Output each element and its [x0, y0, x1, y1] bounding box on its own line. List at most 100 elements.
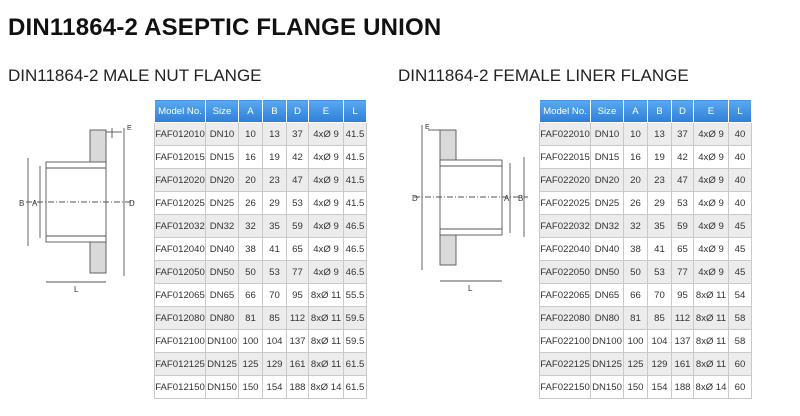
column-header: Model No.: [154, 99, 206, 123]
table-cell: 100: [623, 329, 648, 353]
table-cell: 8xØ 11: [693, 283, 729, 307]
table-cell: 150: [623, 375, 648, 399]
table-cell: 13: [647, 122, 672, 146]
table-cell: DN50: [205, 260, 239, 284]
table-cell: 4xØ 9: [693, 237, 729, 261]
table-cell: FAF022020: [539, 168, 591, 192]
column-header: Size: [205, 99, 239, 123]
table-cell: 4xØ 9: [693, 145, 729, 169]
dim-b-label: B: [518, 194, 523, 203]
table-cell: 20: [623, 168, 648, 192]
table-cell: FAF022040: [539, 237, 591, 261]
table-cell: 10: [623, 122, 648, 146]
table-cell: FAF012100: [154, 329, 206, 353]
table-cell: DN40: [590, 237, 624, 261]
table-cell: 32: [623, 214, 648, 238]
table-cell: 32: [238, 214, 263, 238]
table-cell: 161: [671, 352, 694, 376]
table-cell: DN20: [590, 168, 624, 192]
table-cell: 66: [623, 283, 648, 307]
table-cell: 45: [728, 260, 752, 284]
table-cell: 38: [238, 237, 263, 261]
dim-l-label: L: [74, 285, 79, 294]
table-cell: 66: [238, 283, 263, 307]
table-cell: 188: [286, 375, 309, 399]
table-cell: 23: [647, 168, 672, 192]
dim-d-label: D: [412, 194, 418, 203]
table-cell: 41.5: [343, 168, 367, 192]
table-cell: 19: [262, 145, 287, 169]
table-cell: 4xØ 9: [308, 122, 344, 146]
table-cell: FAF022080: [539, 306, 591, 330]
table-cell: 85: [262, 306, 287, 330]
table-cell: 42: [286, 145, 309, 169]
table-cell: 8xØ 11: [308, 329, 344, 353]
column-header: E: [693, 99, 729, 123]
table-cell: 46.5: [343, 260, 367, 284]
column-header: E: [308, 99, 344, 123]
table-cell: 46.5: [343, 237, 367, 261]
table-cell: 70: [647, 283, 672, 307]
table-cell: 8xØ 14: [308, 375, 344, 399]
table-cell: 59.5: [343, 329, 367, 353]
table-cell: DN25: [205, 191, 239, 215]
table-cell: 59.5: [343, 306, 367, 330]
dim-e-label: E: [127, 125, 132, 132]
column-header: L: [728, 99, 752, 123]
female-liner-flange-drawing: D A B E L: [400, 115, 538, 295]
table-cell: 41.5: [343, 191, 367, 215]
table-cell: 50: [238, 260, 263, 284]
table-cell: 81: [238, 306, 263, 330]
column-header: D: [671, 99, 694, 123]
table-cell: 38: [623, 237, 648, 261]
table-cell: 150: [238, 375, 263, 399]
table-cell: 77: [671, 260, 694, 284]
table-cell: 61.5: [343, 352, 367, 376]
dim-e-label: E: [425, 124, 430, 131]
table-cell: 45: [728, 237, 752, 261]
table-cell: 65: [671, 237, 694, 261]
table-cell: 129: [262, 352, 287, 376]
table-cell: FAF012020: [154, 168, 206, 192]
table-cell: 125: [623, 352, 648, 376]
table-cell: 4xØ 9: [308, 214, 344, 238]
table-cell: FAF022150: [539, 375, 591, 399]
table-cell: 65: [286, 237, 309, 261]
table-cell: 4xØ 9: [308, 145, 344, 169]
table-cell: 53: [647, 260, 672, 284]
table-cell: DN25: [590, 191, 624, 215]
male-nut-flange-title: DIN11864-2 MALE NUT FLANGE: [8, 66, 262, 85]
table-cell: 50: [623, 260, 648, 284]
table-cell: DN80: [205, 306, 239, 330]
table-cell: 47: [671, 168, 694, 192]
table-cell: 70: [262, 283, 287, 307]
table-cell: FAF022025: [539, 191, 591, 215]
table-cell: 16: [238, 145, 263, 169]
table-cell: 54: [728, 283, 752, 307]
female-liner-flange-svg: D A B E L: [412, 124, 528, 293]
table-cell: FAF022010: [539, 122, 591, 146]
table-cell: 4xØ 9: [693, 214, 729, 238]
table-cell: 188: [671, 375, 694, 399]
table-cell: DN15: [205, 145, 239, 169]
table-cell: 41.5: [343, 122, 367, 146]
table-cell: 61.5: [343, 375, 367, 399]
table-cell: 37: [671, 122, 694, 146]
table-cell: DN10: [205, 122, 239, 146]
table-cell: DN100: [205, 329, 239, 353]
table-cell: 8xØ 11: [693, 352, 729, 376]
table-cell: 8xØ 11: [693, 306, 729, 330]
